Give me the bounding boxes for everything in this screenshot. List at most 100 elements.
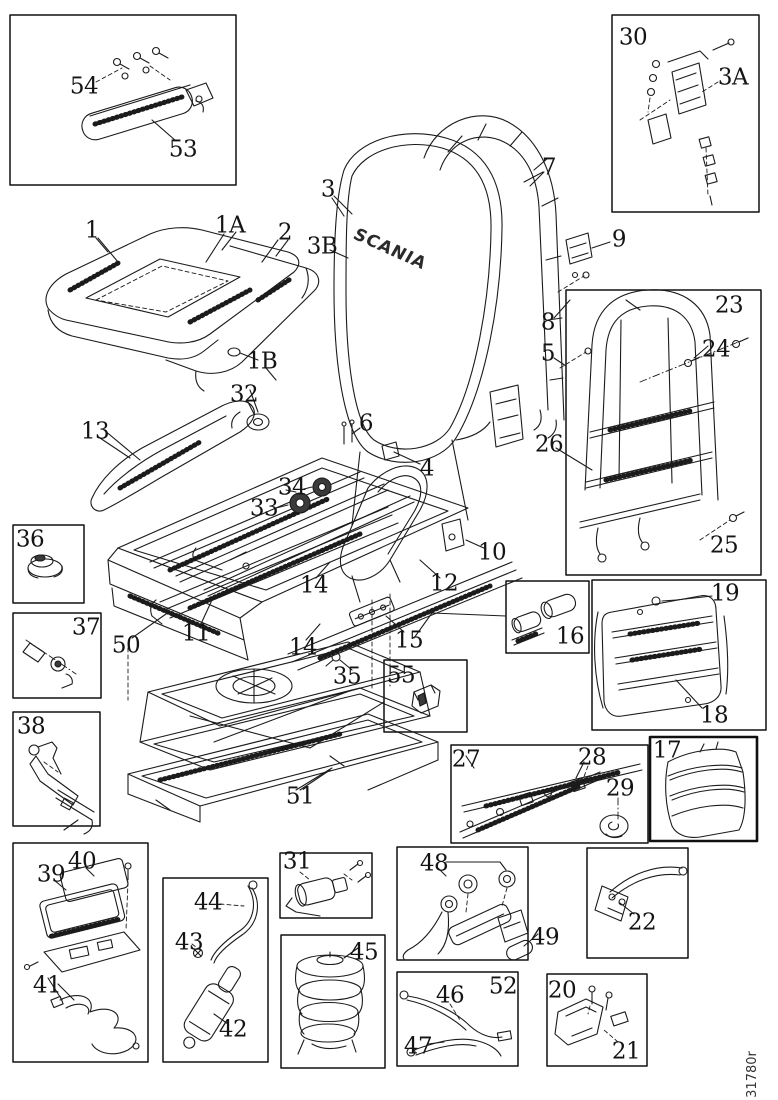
callout-19: 19 (710, 580, 740, 607)
panel-lumbar-frame-18 (591, 579, 767, 731)
callout-14: 14 (288, 634, 318, 661)
suspension-base-art (127, 641, 439, 823)
callout-51: 51 (285, 783, 315, 810)
rollers-16-art (511, 593, 577, 646)
leader-lines (47, 171, 585, 1001)
callout-5: 5 (540, 340, 556, 367)
side-fasteners-art (553, 232, 611, 369)
panel-knob-36 (12, 524, 85, 604)
callout-4: 4 (419, 455, 435, 482)
callout-37: 37 (71, 614, 101, 641)
callout-23: 23 (714, 292, 744, 319)
callout-7: 7 (541, 154, 557, 181)
callout-10: 10 (477, 539, 507, 566)
callout-3A: 3A (717, 64, 749, 91)
part-55-art (411, 684, 441, 714)
panel-armrest-53 (9, 14, 237, 186)
panel-valve-48 (396, 846, 529, 961)
callout-53: 53 (168, 136, 198, 163)
callout-25: 25 (709, 532, 739, 559)
callout-2: 2 (277, 219, 293, 246)
callout-6: 6 (358, 410, 374, 437)
panel-knob-37 (12, 612, 102, 699)
panel-motor-31 (279, 852, 373, 919)
panel-lever-38 (12, 711, 101, 827)
cables-46-art (399, 990, 513, 1057)
callout-20: 20 (547, 977, 577, 1004)
callout-24: 24 (701, 336, 731, 363)
panel-tilt-mech-30 (611, 14, 760, 213)
panel-rollers-16 (505, 580, 590, 654)
callout-28: 28 (577, 744, 607, 771)
callout-49: 49 (530, 924, 560, 951)
callout-42: 42 (218, 1016, 248, 1043)
panel-bellows-45 (280, 934, 386, 1069)
inset-panel-borders (9, 14, 767, 1069)
callout-17: 17 (652, 737, 682, 764)
panel-handle-22 (586, 847, 689, 959)
callout-16: 16 (555, 623, 585, 650)
seat-frame-art (107, 419, 523, 701)
callout-9: 9 (611, 226, 627, 253)
callout-36: 36 (15, 526, 45, 553)
knob-37-art (22, 639, 77, 689)
seat-logo-text: SCANIA (349, 225, 430, 274)
callout-13: 13 (80, 418, 110, 445)
callout-22: 22 (627, 909, 657, 936)
callout-30: 30 (618, 24, 648, 51)
panel-damper-42 (162, 877, 269, 1063)
panel-lumbar-pad-17 (648, 735, 759, 843)
panel-valve-20 (546, 973, 648, 1067)
callout-52: 52 (488, 973, 518, 1000)
callout-21: 21 (611, 1038, 641, 1065)
callout-3B: 3B (306, 233, 338, 260)
callout-39: 39 (36, 861, 66, 888)
lumbar-pad-art (665, 741, 746, 838)
callout-47: 47 (403, 1033, 433, 1060)
panel-part-55 (383, 659, 468, 733)
drawing-number: 31780r (745, 1051, 761, 1098)
heater-art (23, 858, 141, 1055)
callout-3: 3 (320, 176, 336, 203)
callout-50: 50 (111, 632, 141, 659)
damper-art (183, 880, 258, 1049)
callout-40: 40 (67, 848, 97, 875)
knob-36-art (27, 554, 63, 579)
headrest-frame-art (423, 115, 565, 439)
callout-14: 14 (299, 572, 329, 599)
callout-55: 55 (386, 662, 416, 689)
seat-cushion-art (45, 227, 320, 392)
armrest-art (81, 46, 214, 142)
callout-27: 27 (451, 746, 481, 773)
callout-31: 31 (282, 848, 312, 875)
callout-1: 1 (84, 217, 100, 244)
callout-33: 33 (249, 495, 279, 522)
callout-41: 41 (32, 972, 62, 999)
callout-38: 38 (16, 713, 46, 740)
armrest-screws (112, 46, 169, 80)
callout-45: 45 (349, 939, 379, 966)
callout-8: 8 (540, 309, 556, 336)
callout-35: 35 (332, 663, 362, 690)
valve-20-art (554, 985, 629, 1046)
callout-54: 54 (69, 73, 99, 100)
valve-48-art (402, 861, 539, 961)
callout-12: 12 (429, 570, 459, 597)
motor-31-art (285, 859, 372, 917)
callout-48: 48 (419, 850, 449, 877)
callout-11: 11 (181, 620, 211, 647)
handle-22-art (594, 866, 688, 922)
bellows-45-art (295, 951, 365, 1055)
callout-44: 44 (193, 889, 223, 916)
callout-18: 18 (699, 702, 729, 729)
callout-1B: 1B (246, 348, 278, 375)
callout-15: 15 (394, 627, 424, 654)
callout-34: 34 (277, 474, 307, 501)
callout-32: 32 (229, 381, 259, 408)
panel-heater-39 (12, 842, 149, 1063)
panel-cables-46 (396, 971, 519, 1067)
callout-46: 46 (435, 982, 465, 1009)
callout-43: 43 (174, 929, 204, 956)
callout-26: 26 (534, 431, 564, 458)
